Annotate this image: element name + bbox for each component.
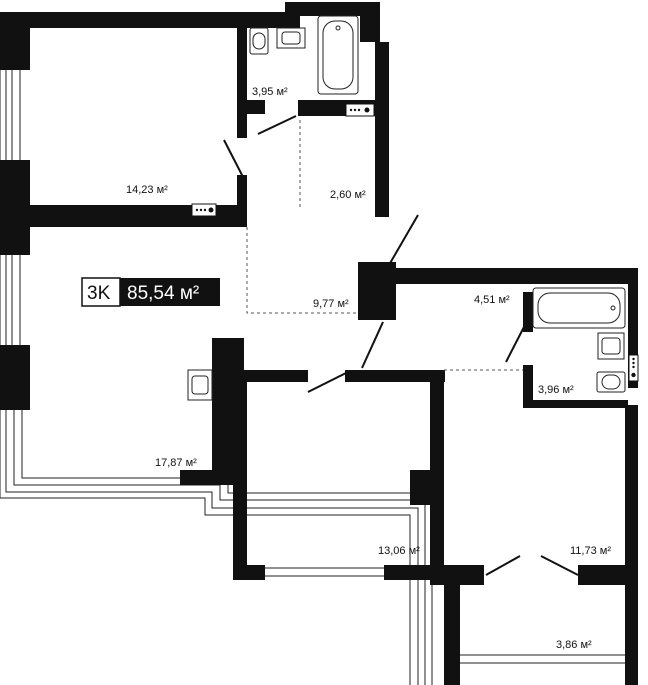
toilet-icon xyxy=(596,371,626,393)
room-area-bedroom-right: 11,73 м² xyxy=(570,545,611,557)
electrical-panel-icon xyxy=(628,354,639,382)
door-bedroom-top xyxy=(223,139,244,178)
apartment-type-label: 3K xyxy=(87,283,111,304)
room-area-bedroom-top: 14,23 м² xyxy=(126,184,168,196)
sink-icon xyxy=(597,332,625,360)
fixtures xyxy=(187,15,626,401)
door-bathroom-right xyxy=(505,324,526,363)
electrical-panel-icon xyxy=(191,203,217,217)
electrical-panels xyxy=(191,103,639,382)
room-area-corridor-top: 2,60 м² xyxy=(330,189,366,201)
toilet-icon xyxy=(249,27,269,55)
door-balcony-right xyxy=(540,555,579,576)
door-bathroom-top xyxy=(257,115,297,135)
total-area-label: 85,54 м² xyxy=(127,283,199,304)
room-area-toilet: 3,96 м² xyxy=(538,384,574,396)
bathtub-icon xyxy=(317,15,359,95)
door-middle-bedroom xyxy=(307,371,349,393)
bathtub-icon xyxy=(532,287,626,329)
type-badge-box xyxy=(81,277,121,307)
room-area-bedroom-middle: 13,06 м² xyxy=(378,545,420,557)
sink-icon xyxy=(187,369,213,401)
room-area-balcony: 3,86 м² xyxy=(556,639,592,651)
room-area-bathroom-top: 3,95 м² xyxy=(252,86,288,98)
door-entrance xyxy=(388,214,419,266)
dashed-dividers xyxy=(246,120,523,371)
room-area-hall: 9,77 м² xyxy=(313,298,349,310)
left-windows xyxy=(11,70,21,345)
total-area-box xyxy=(120,278,220,306)
room-area-living-kitchen: 17,87 м² xyxy=(155,457,197,469)
doors xyxy=(223,115,579,576)
room-labels: 14,23 м² 3,95 м² 2,60 м² 9,77 м² 4,51 м²… xyxy=(126,86,611,651)
apartment-badge: 3K 85,54 м² xyxy=(81,277,220,307)
bottom-windows xyxy=(265,567,625,664)
door-hall xyxy=(361,321,384,369)
electrical-panel-icon xyxy=(345,103,375,117)
door-balcony-left xyxy=(485,555,521,576)
room-area-bathroom-right: 4,51 м² xyxy=(474,294,510,306)
sink-icon xyxy=(276,27,306,49)
